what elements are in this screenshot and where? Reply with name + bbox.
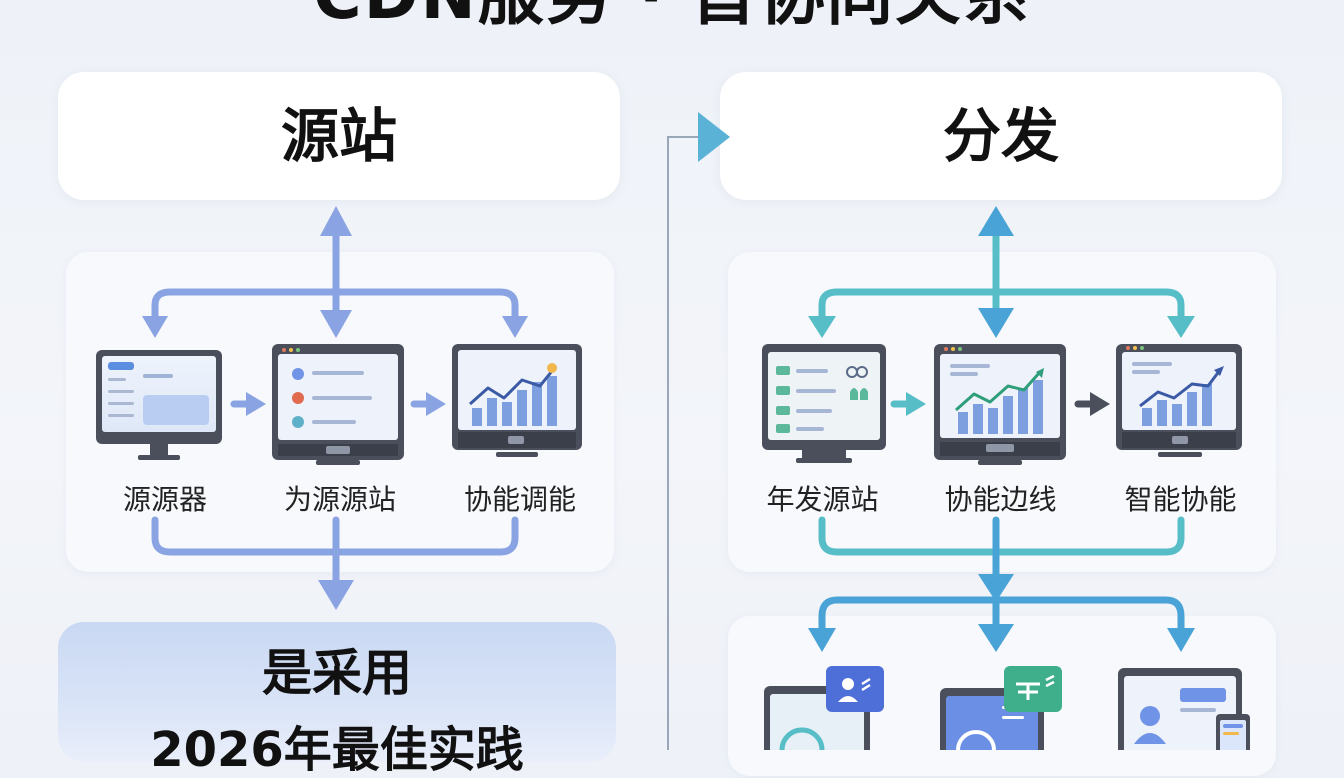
arrow-down-icon [1167, 628, 1195, 652]
list-cloud-window-icon [762, 344, 886, 463]
arrow-down-icon [142, 316, 168, 338]
arrow-up-icon [320, 206, 352, 236]
left-flow-arrows [151, 218, 519, 592]
edge-badge-icon [1004, 666, 1062, 712]
arrow-down-icon [978, 574, 1014, 602]
growth-chart-icon [452, 344, 582, 457]
arrow-right-icon [906, 392, 926, 416]
arrow-right-icon [1090, 392, 1110, 416]
diagram-graphics [96, 112, 1250, 750]
arrow-down-icon [978, 624, 1014, 652]
right-node-label-2: 协能边线 [944, 483, 1057, 516]
arrow-down-icon [978, 308, 1014, 338]
left-arrowheads [142, 206, 528, 610]
left-bottom-line1: 是采用 [262, 644, 412, 702]
arrow-down-icon [808, 316, 836, 338]
user-badge-icon [826, 666, 884, 712]
right-node-label-1: 年发源站 [766, 483, 879, 516]
left-header-title: 源站 [280, 102, 397, 170]
right-header-title: 分发 [942, 102, 1059, 170]
device-1 [764, 666, 884, 750]
arrow-right-icon [246, 392, 266, 416]
left-node-label-1: 源源器 [122, 483, 207, 516]
arrow-down-icon [808, 628, 836, 652]
left-node-label-3: 协能调能 [463, 483, 576, 516]
device-2 [940, 666, 1062, 750]
arrow-down-icon [1167, 316, 1195, 338]
arrow-down-icon [502, 316, 528, 338]
arrow-up-icon [978, 206, 1014, 236]
arrow-down-icon [320, 310, 352, 338]
left-header-card: 源站 [58, 72, 620, 200]
right-arrowheads [808, 206, 1195, 652]
page-title: CDN服务 · 首协同关系 [0, 0, 1344, 36]
browser-window-icon [96, 350, 222, 460]
growth-chart-icon [1116, 344, 1242, 457]
arrow-down-icon [318, 580, 354, 610]
list-window-icon [272, 344, 404, 465]
arrow-right-icon [426, 392, 446, 416]
right-node-label-3: 智能协能 [1124, 483, 1237, 516]
profile-window-icon [1118, 668, 1250, 750]
right-header-card: 分发 [720, 72, 1282, 200]
growth-chart-icon [934, 344, 1066, 465]
left-node-label-2: 为源源站 [283, 483, 396, 516]
cross-connector [667, 112, 730, 750]
